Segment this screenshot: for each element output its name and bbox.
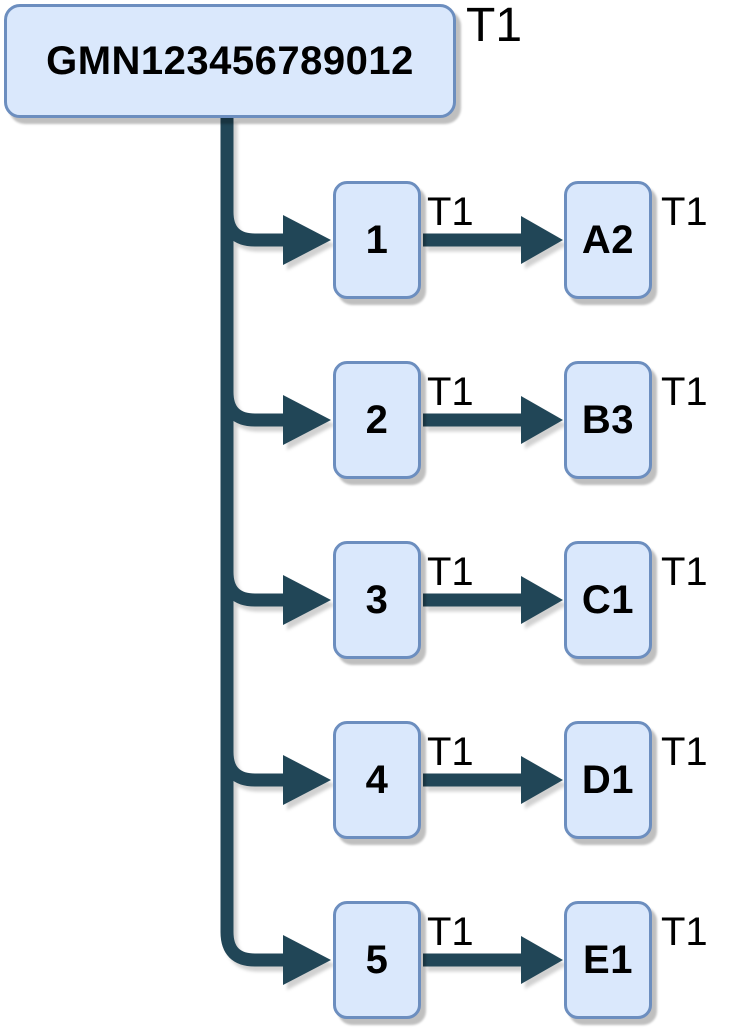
arrowhead-icon [283,935,331,985]
tree-edge-row2 [220,118,284,427]
branch-node-row2: 2 [333,361,421,479]
arrowhead-icon [283,575,331,625]
leaf-node-label: E1 [583,937,633,982]
leaf-node-label: B3 [581,397,635,442]
leaf-node-tag-row2: T1 [661,370,708,414]
branch-edge-tag-row3: T1 [427,550,474,594]
branch-edge-tag-row1: T1 [427,190,474,234]
tree-edge-row4 [220,118,284,787]
leaf-node-row4: D1 [564,721,652,839]
arrowhead-icon [521,936,563,984]
arrowhead-icon [521,756,563,804]
arrowhead-icon [521,576,563,624]
leaf-node-tag-row4: T1 [661,730,708,774]
arrowhead-icon [283,395,331,445]
branch-node-row1: 1 [333,181,421,299]
tree-edge-row1 [220,118,284,247]
branch-node-label: 2 [365,397,389,442]
branch-node-label: 3 [365,577,389,622]
leaf-node-row1: A2 [564,181,652,299]
branch-node-label: 5 [365,937,389,982]
leaf-node-row3: C1 [564,541,652,659]
tree-edge-row3 [220,118,284,607]
leaf-node-tag-row3: T1 [661,550,708,594]
leaf-node-tag-row5: T1 [661,910,708,954]
tree-edge-row5 [220,118,284,967]
root-node-tag: T1 [466,0,523,52]
branch-edge-tag-row2: T1 [427,370,474,414]
branch-node-row5: 5 [333,901,421,1019]
leaf-node-tag-row1: T1 [661,190,708,234]
arrowhead-icon [521,396,563,444]
leaf-node-row2: B3 [564,361,652,479]
arrowhead-icon [283,215,331,265]
branch-edge-tag-row5: T1 [427,910,474,954]
root-node: GMN123456789012 [4,4,456,118]
leaf-node-label: A2 [581,217,635,262]
branch-node-label: 1 [365,217,389,262]
branch-node-label: 4 [365,757,389,802]
branch-node-row4: 4 [333,721,421,839]
leaf-node-row5: E1 [564,901,652,1019]
leaf-node-label: D1 [581,757,635,802]
arrowhead-icon [521,216,563,264]
branch-edge-tag-row4: T1 [427,730,474,774]
root-node-label: GMN123456789012 [46,38,414,83]
leaf-node-label: C1 [581,577,635,622]
arrowhead-icon [283,755,331,805]
branch-node-row3: 3 [333,541,421,659]
